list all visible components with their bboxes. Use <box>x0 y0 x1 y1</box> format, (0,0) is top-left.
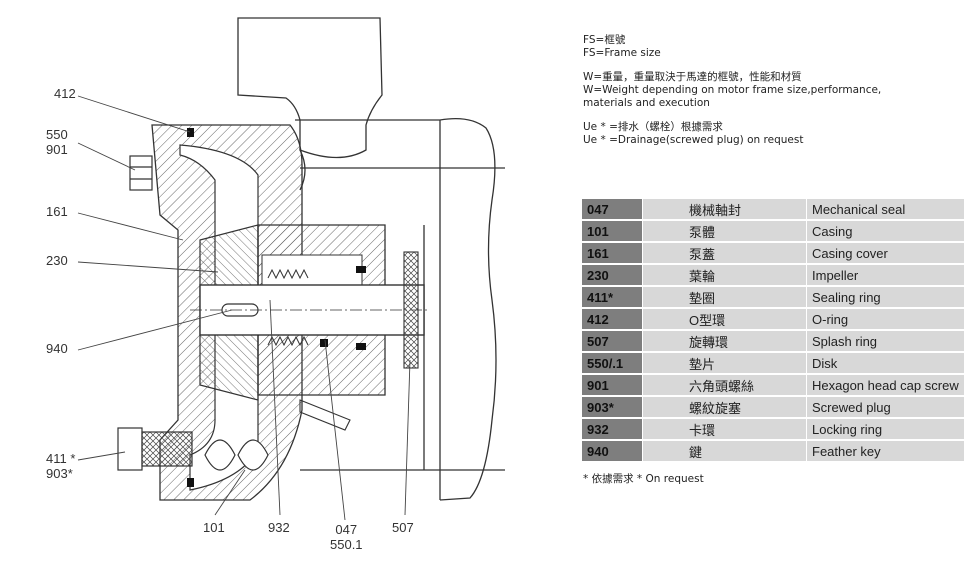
part-code: 161 <box>582 242 643 265</box>
part-name-en: Feather key <box>806 440 965 463</box>
seal-spring <box>267 268 309 347</box>
part-name-zh: O型環 <box>642 308 807 331</box>
part-code: 101 <box>582 220 643 243</box>
note-frame-size: FS=框號 FS=Frame size <box>583 34 963 60</box>
part-name-zh: 機械軸封 <box>642 199 807 221</box>
part-name-zh: 泵蓋 <box>642 242 807 265</box>
footnote: * 依據需求 * On request <box>583 473 704 485</box>
part-code: 903* <box>582 396 643 419</box>
note-drainage: Ue * =排水（螺栓）根據需求 Ue * =Drainage(screwed … <box>583 121 963 147</box>
callout-932: 932 <box>268 520 290 535</box>
part-name-zh: 墊圈 <box>642 286 807 309</box>
part-name-en: Sealing ring <box>806 286 965 309</box>
callout-550-901: 550 901 <box>46 127 68 157</box>
part-name-en: Casing cover <box>806 242 965 265</box>
part-name-zh: 六角頭螺絲 <box>642 374 807 397</box>
part-code: 901 <box>582 374 643 397</box>
callout-412: 412 <box>54 86 76 101</box>
note-line: FS=框號 <box>583 34 626 46</box>
note-line: Ue * =排水（螺栓）根據需求 <box>583 121 723 133</box>
part-code: 411* <box>582 286 643 309</box>
note-weight: W=重量，重量取決于馬達的框號，性能和材質 W=Weight depending… <box>583 71 963 110</box>
callout-101: 101 <box>203 520 225 535</box>
callout-411-903: 411 * 903* <box>46 451 76 481</box>
part-name-en: Hexagon head cap screw <box>806 374 965 397</box>
motor-housing <box>237 17 505 501</box>
part-code: 230 <box>582 264 643 287</box>
part-name-en: Impeller <box>806 264 965 287</box>
legend-notes: FS=框號 FS=Frame size W=重量，重量取決于馬達的框號，性能和材… <box>583 34 963 158</box>
callout-161: 161 <box>46 204 68 219</box>
part-code: 507 <box>582 330 643 353</box>
o-ring <box>187 128 366 487</box>
part-name-zh: 旋轉環 <box>642 330 807 353</box>
part-code: 932 <box>582 418 643 441</box>
part-code: 940 <box>582 440 643 463</box>
note-line: W=Weight depending on motor frame size,p… <box>583 84 882 96</box>
part-code: 550/.1 <box>582 352 643 375</box>
part-code: 412 <box>582 308 643 331</box>
pump-sectional-drawing <box>77 17 505 521</box>
part-name-en: Mechanical seal <box>806 199 965 221</box>
callout-507: 507 <box>392 520 414 535</box>
part-name-zh: 墊片 <box>642 352 807 375</box>
part-name-zh: 卡環 <box>642 418 807 441</box>
note-line: materials and execution <box>583 97 710 109</box>
part-name-zh: 葉輪 <box>642 264 807 287</box>
leader-lines <box>77 95 411 521</box>
part-name-en: O-ring <box>806 308 965 331</box>
part-name-zh: 鍵 <box>642 440 807 463</box>
part-name-en: Casing <box>806 220 965 243</box>
callout-940: 940 <box>46 341 68 356</box>
note-line: FS=Frame size <box>583 47 661 59</box>
part-name-zh: 泵體 <box>642 220 807 243</box>
part-name-en: Splash ring <box>806 330 965 353</box>
note-line: W=重量，重量取決于馬達的框號，性能和材質 <box>583 71 802 83</box>
part-code: 047 <box>582 199 643 221</box>
hexagon-bolt <box>129 155 153 191</box>
part-name-en: Disk <box>806 352 965 375</box>
part-name-en: Screwed plug <box>806 396 965 419</box>
callout-230: 230 <box>46 253 68 268</box>
part-name-zh: 螺紋旋塞 <box>642 396 807 419</box>
splash-ring <box>403 251 419 369</box>
part-name-en: Locking ring <box>806 418 965 441</box>
note-line: Ue * =Drainage(screwed plug) on request <box>583 134 804 146</box>
screwed-plug <box>117 427 269 471</box>
callout-047-550-1: 047 550.1 <box>330 522 363 552</box>
